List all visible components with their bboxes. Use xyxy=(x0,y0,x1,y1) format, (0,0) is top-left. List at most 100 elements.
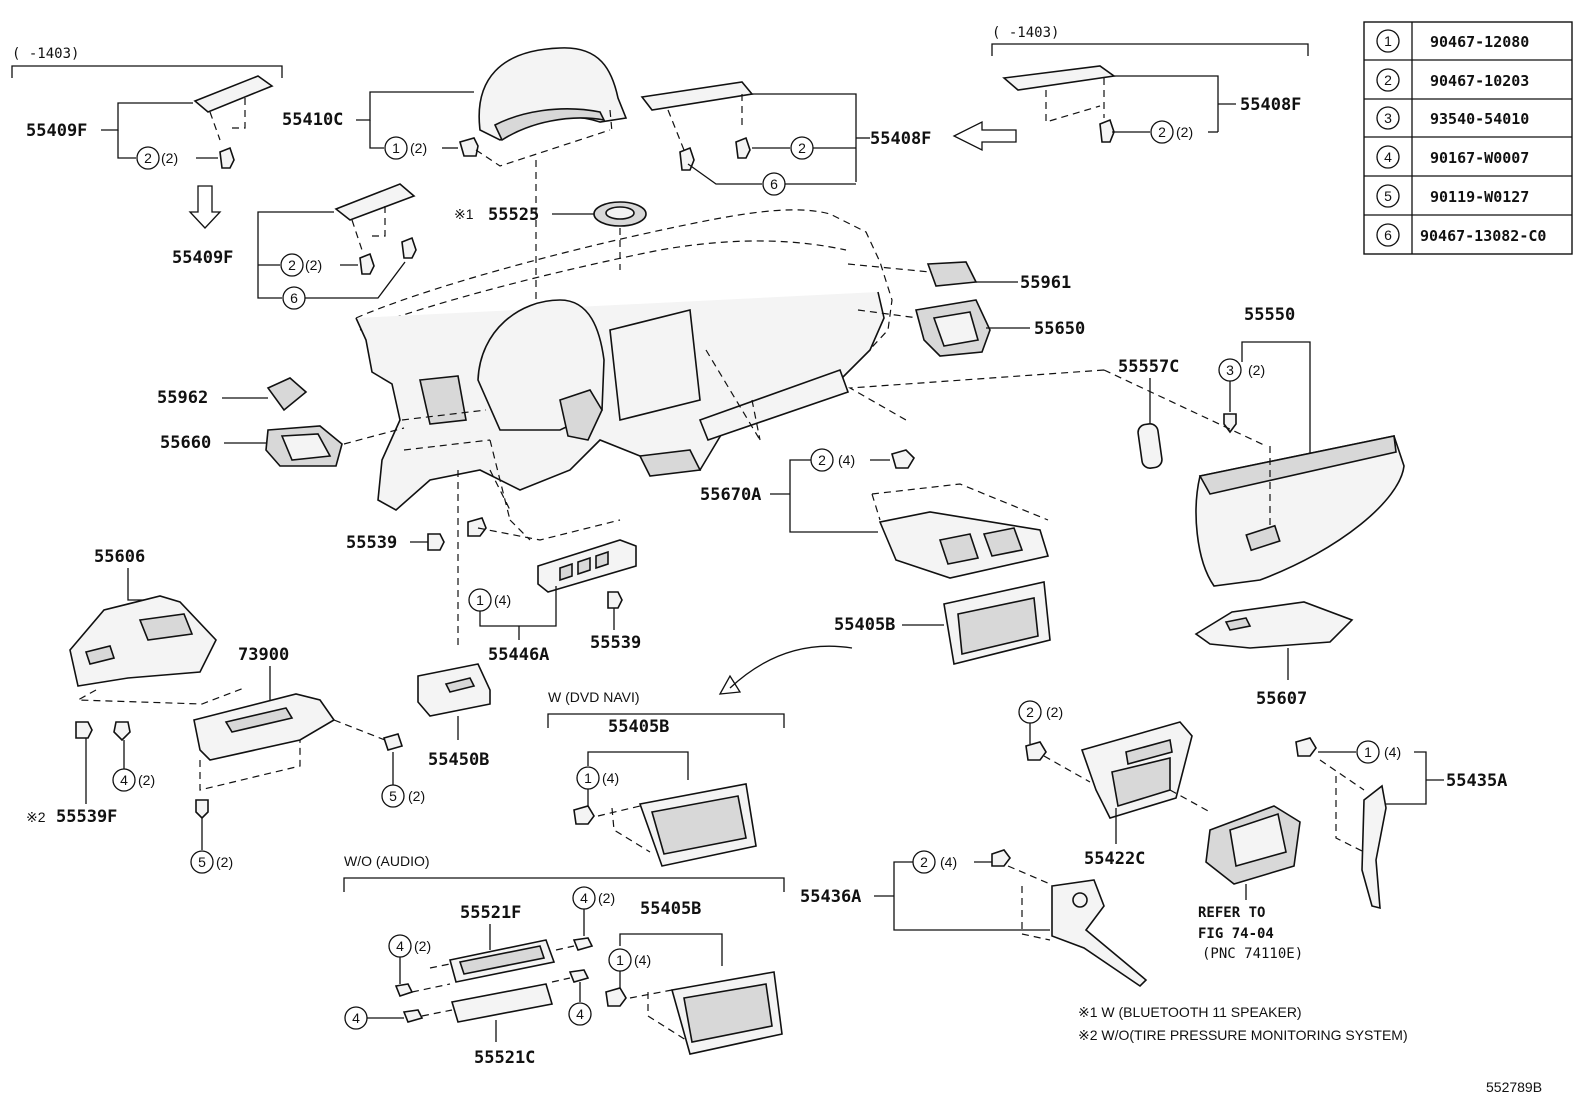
clip-55539 xyxy=(607,591,623,609)
clip-55539 xyxy=(427,533,445,551)
group-55670a: 2 (4) 55670A xyxy=(700,399,1050,579)
footnotes: ※1 W (BLUETOOTH 11 SPEAKER) ※2 W/O(TIRE … xyxy=(1078,1004,1542,1095)
callout-qty: (2) xyxy=(414,938,431,954)
group-55607: 55607 xyxy=(1194,601,1354,709)
part-label: 55521C xyxy=(474,1048,535,1068)
damper-55557c xyxy=(1137,423,1163,469)
callout-qty: (2) xyxy=(410,140,427,156)
circle-key: 1 xyxy=(392,140,400,156)
callout-qty: (4) xyxy=(494,592,511,608)
circle-key: 4 xyxy=(580,890,588,906)
date-note: ( -1403) xyxy=(992,25,1059,41)
table-key: 4 xyxy=(1384,149,1392,165)
part-label: 55539 xyxy=(590,633,641,653)
part-label: 55409F xyxy=(26,121,87,141)
group-55408f-early: ( -1403) 2 (2) 55408F xyxy=(991,25,1309,144)
circle-key: 1 xyxy=(616,952,624,968)
table-key: 1 xyxy=(1384,33,1392,49)
circle-key: 2 xyxy=(1026,704,1034,720)
footnote: ※2 W/O(TIRE PRESSURE MONITORING SYSTEM) xyxy=(1078,1027,1408,1043)
circle-key: 4 xyxy=(396,938,404,954)
group-55606: 55606 xyxy=(69,547,245,705)
callout-qty: (2) xyxy=(1176,124,1193,140)
glovebox-lower-55607 xyxy=(1194,601,1354,649)
circle-key: 6 xyxy=(290,290,298,306)
callout-qty: (4) xyxy=(1384,744,1401,760)
section-dvd-navi: W (DVD NAVI) 55405B 1 (4) xyxy=(547,689,785,867)
side-panel-55436a xyxy=(1051,879,1148,988)
part-label: 55410C xyxy=(282,110,343,130)
dashboard-panel xyxy=(355,209,893,650)
circle-key: 1 xyxy=(584,770,592,786)
footnote-marker: ※2 xyxy=(26,809,46,825)
table-part-number: 90467-13082-C0 xyxy=(1420,227,1546,245)
part-label: 73900 xyxy=(238,645,289,665)
circle-key: 5 xyxy=(198,854,206,870)
pocket-55521c xyxy=(450,983,554,1023)
part-label: 55525 xyxy=(488,205,539,225)
table-key: 6 xyxy=(1384,227,1392,243)
table-row: 2 90467-10203 xyxy=(1376,68,1529,92)
callout-qty: (2) xyxy=(305,257,322,273)
curved-arrow-icon xyxy=(729,645,853,689)
part-label: 55450B xyxy=(428,750,489,770)
panel-55409f-a xyxy=(193,75,274,113)
circle-key: 1 xyxy=(1364,744,1372,760)
group-55422c: 2 (2) 55422C REFER TO FIG 74-04 (PNC 741… xyxy=(1018,700,1303,962)
table-row: 4 90167-W0007 xyxy=(1376,145,1529,169)
section-wo-audio: W/O (AUDIO) 55521F 55521C 4 (2) 4 4 (2) … xyxy=(343,853,785,1068)
part-label: 55405B xyxy=(608,717,669,737)
callout-qty: (2) xyxy=(1248,362,1265,378)
callout-qty: (2) xyxy=(408,788,425,804)
callout-qty: (4) xyxy=(838,452,855,468)
circle-key: 3 xyxy=(1226,362,1234,378)
circle-key: 5 xyxy=(389,788,397,804)
group-55557c: 55557C xyxy=(1118,357,1179,469)
vent-grille-55962 xyxy=(266,377,308,412)
part-label: 55422C xyxy=(1084,849,1145,869)
refer-text: FIG 74-04 xyxy=(1198,926,1274,942)
group-55962: 55962 xyxy=(157,377,308,412)
part-label: 55539 xyxy=(346,533,397,553)
table-part-number: 90467-10203 xyxy=(1430,72,1529,90)
circle-key: 1 xyxy=(476,592,484,608)
fastener-table: 1 90467-12080 2 90467-10203 3 93540-5401… xyxy=(1363,21,1573,255)
callout-qty: (2) xyxy=(216,854,233,870)
part-label: 55660 xyxy=(160,433,211,453)
table-key: 3 xyxy=(1384,110,1392,126)
panel-55408f-b xyxy=(1002,65,1117,91)
refer-text: REFER TO xyxy=(1198,905,1265,921)
panel-55409f-b xyxy=(334,183,416,221)
group-55405b-main: 55405B xyxy=(718,581,1051,695)
part-label: 55446A xyxy=(488,645,549,665)
group-55436a: 2 (4) 55436A xyxy=(800,849,1148,988)
group-55409f-late: 55409F 2 (2) 6 xyxy=(172,183,417,310)
part-label: 55962 xyxy=(157,388,208,408)
group-55550: 55550 3 (2) xyxy=(847,305,1405,587)
callout-qty: (2) xyxy=(1046,704,1063,720)
part-label: 55436A xyxy=(800,887,861,907)
table-row: 5 90119-W0127 xyxy=(1376,184,1529,208)
lower-panel-73900 xyxy=(193,693,336,761)
table-part-number: 90467-12080 xyxy=(1430,33,1529,51)
callout-qty: (4) xyxy=(634,952,651,968)
group-55446a: 1 (4) 55446A xyxy=(467,517,637,665)
circle-key: 2 xyxy=(1158,124,1166,140)
table-key: 2 xyxy=(1384,72,1392,88)
group-55408f-mid: 2 6 55408F xyxy=(640,81,1017,196)
arrow-left-icon xyxy=(952,120,1017,152)
table-row: 6 90467-13082-C0 xyxy=(1376,223,1546,247)
part-label: 55408F xyxy=(870,129,931,149)
date-note: ( -1403) xyxy=(12,46,79,62)
group-55409f-early: ( -1403) 55409F 2 (2) xyxy=(11,46,283,229)
callout-qty: (2) xyxy=(161,150,178,166)
callout-qty: (2) xyxy=(598,890,615,906)
part-label: 55405B xyxy=(834,615,895,635)
group-55410c: 55410C 1 (2) xyxy=(282,47,628,360)
circle-key: 2 xyxy=(288,257,296,273)
part-label: 55670A xyxy=(700,485,761,505)
circle-key: 6 xyxy=(770,176,778,192)
table-row: 1 90467-12080 xyxy=(1376,29,1529,53)
group-55450b: 55450B xyxy=(417,663,491,770)
